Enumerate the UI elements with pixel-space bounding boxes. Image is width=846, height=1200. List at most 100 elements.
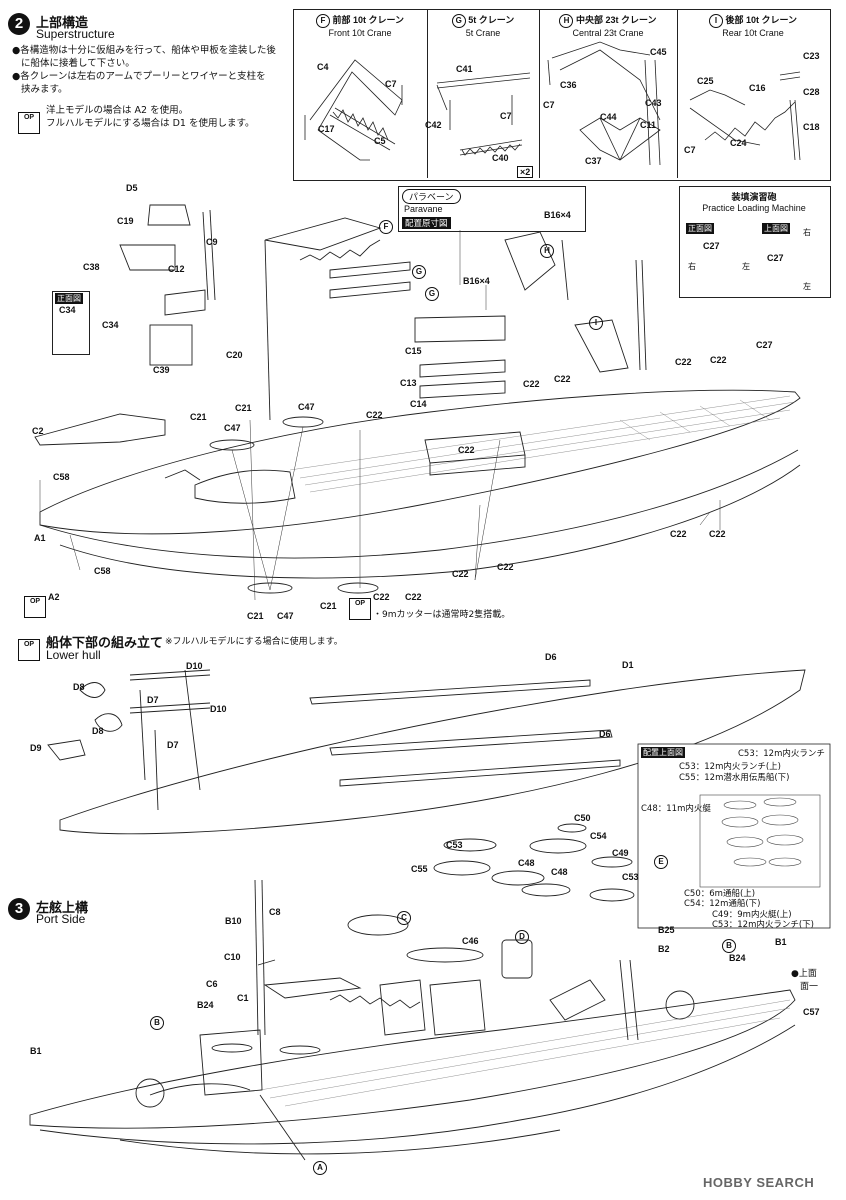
- op-icon: OP: [18, 633, 40, 661]
- part-label: C46: [462, 936, 479, 946]
- callout-b: B: [722, 935, 736, 953]
- part-label: D1: [622, 660, 634, 670]
- practice-title-jp: 装填演習砲: [731, 192, 777, 202]
- lower-hull-title-en: Lower hull: [46, 648, 101, 662]
- part-label: B1: [30, 1046, 42, 1056]
- part-label: C22: [554, 374, 571, 384]
- cutter-note: ・9mカッターは通常時2隻搭載。: [373, 610, 511, 620]
- part-label: C47: [298, 402, 315, 412]
- practice-right: 右: [688, 262, 696, 271]
- part-label: D10: [186, 661, 203, 671]
- part-label: C2: [32, 426, 44, 436]
- crane-i-drawing: [689, 71, 801, 161]
- part-label: C8: [269, 907, 281, 917]
- part-label: C34: [102, 320, 119, 330]
- op-note-line: 洋上モデルの場合は A2 を使用。: [46, 105, 189, 116]
- layout-item: C53：12m内火ランチ: [738, 749, 825, 759]
- crane-h-drawing: [547, 41, 661, 166]
- part-label: C27: [756, 340, 773, 350]
- part-label: C21: [190, 412, 207, 422]
- part-label: C54: [590, 831, 607, 841]
- practice-part-top: C27: [767, 253, 784, 263]
- practice-part-front: C27: [703, 241, 720, 251]
- op-icon: OP: [18, 106, 40, 134]
- part-label: C13: [400, 378, 417, 388]
- part-label: D10: [210, 704, 227, 714]
- part-label: A2: [48, 592, 60, 602]
- part-label: D8: [92, 726, 104, 736]
- note-line: 挟みます。: [21, 84, 68, 95]
- part-label: C39: [153, 365, 170, 375]
- part-label: C20: [226, 350, 243, 360]
- part-label: C23: [803, 51, 820, 61]
- part-label: C55: [411, 864, 428, 874]
- part-label: C18: [803, 122, 820, 132]
- part-label: C24: [730, 138, 747, 148]
- part-label: C22: [497, 562, 514, 572]
- callout-f: F: [379, 216, 393, 234]
- callout-b: B: [150, 1012, 164, 1030]
- op-notes: 洋上モデルの場合は A2 を使用。 フルハルモデルにする場合は D1 を使用しま…: [46, 104, 255, 130]
- part-label: B2: [658, 944, 670, 954]
- crane-g-multiplier: ×2: [517, 166, 534, 178]
- crane-subassembly-panel: [293, 9, 831, 181]
- top-face-note: ●上面: [791, 969, 817, 979]
- part-label: D6: [545, 652, 557, 662]
- part-label: C22: [709, 529, 726, 539]
- part-label: C6: [206, 979, 218, 989]
- step2-hull: [34, 204, 801, 601]
- lower-hull-title-jp: 船体下部の組み立て: [46, 635, 164, 650]
- part-label: C7: [684, 145, 696, 155]
- lower-hull-drawing: [47, 669, 806, 835]
- step-2-badge: 2: [8, 13, 30, 35]
- part-label: C5: [374, 136, 386, 146]
- part-label: C22: [670, 529, 687, 539]
- paravane-sub: 配置原寸図: [402, 217, 451, 229]
- op-icon: OP: [349, 592, 371, 620]
- practice-loading-panel: [679, 186, 831, 298]
- layout-item: C50：6m通船(上): [684, 889, 756, 899]
- part-label: C9: [206, 237, 218, 247]
- part-label: D7: [167, 740, 179, 750]
- layout-item: C53：12m内火ランチ(上): [679, 762, 781, 772]
- op-note-line: フルハルモデルにする場合は D1 を使用します。: [46, 118, 255, 129]
- part-label: C47: [277, 611, 294, 621]
- part-label: C50: [574, 813, 591, 823]
- part-label: C34: [59, 305, 76, 315]
- layout-item: C54：12m通船(下): [684, 899, 761, 909]
- layout-box-title: 配置上面図: [641, 747, 685, 758]
- c34-front-view-tag: 正面図: [55, 293, 83, 304]
- part-label: C17: [318, 124, 335, 134]
- part-label: C15: [405, 346, 422, 356]
- part-label: C7: [385, 79, 397, 89]
- paravane-part: B16×4: [544, 210, 571, 220]
- step-2-title-jp: 上部構造: [36, 15, 89, 30]
- part-label: C53: [446, 840, 463, 850]
- paravane-title: パラベーン: [402, 189, 461, 204]
- part-label: D5: [126, 183, 138, 193]
- part-label: C48: [518, 858, 535, 868]
- part-label: B10: [225, 916, 242, 926]
- part-label: C38: [83, 262, 100, 272]
- part-label: C21: [247, 611, 264, 621]
- part-label: C43: [645, 98, 662, 108]
- part-label: B16×4: [463, 276, 490, 286]
- part-label: C22: [523, 379, 540, 389]
- part-label: C10: [224, 952, 241, 962]
- part-label: C22: [710, 355, 727, 365]
- part-label: C16: [749, 83, 766, 93]
- part-label: C58: [94, 566, 111, 576]
- step-3-badge: 3: [8, 898, 30, 920]
- callout-g: G: [425, 283, 439, 301]
- paravane-title-en: Paravane: [404, 204, 443, 214]
- part-label: C21: [235, 403, 252, 413]
- callout-g: G: [412, 261, 426, 279]
- note-line: に船体に接着して下さい。: [21, 58, 135, 69]
- part-label: C58: [53, 472, 70, 482]
- part-label: C47: [224, 423, 241, 433]
- part-label: C36: [560, 80, 577, 90]
- part-label: C22: [458, 445, 475, 455]
